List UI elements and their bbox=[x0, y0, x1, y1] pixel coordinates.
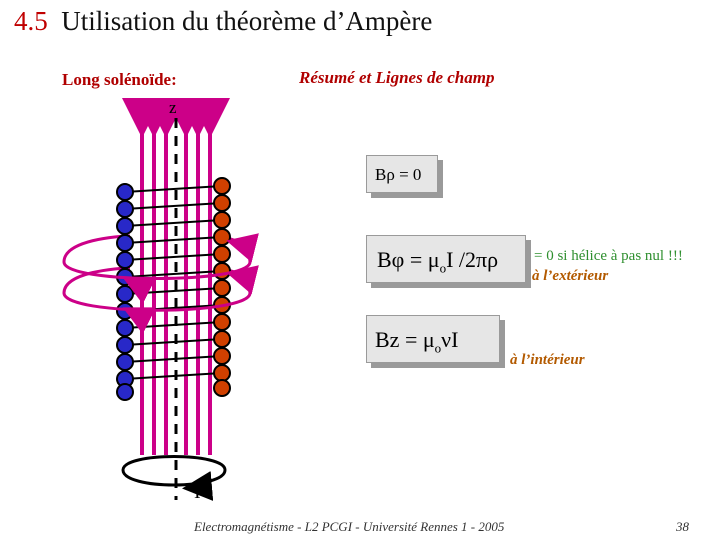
z-axis-label: z bbox=[169, 98, 177, 117]
note-exterior: à l’extérieur bbox=[532, 268, 609, 284]
solenoid-windings bbox=[124, 185, 223, 380]
external-field-loops-front bbox=[62, 233, 259, 335]
note-zero-pitch: = 0 si hélice à pas nul !!! bbox=[534, 248, 683, 264]
b-phi-sub: o bbox=[439, 260, 447, 276]
b-rho-equation: Bρ = 0 bbox=[375, 165, 422, 184]
title-text: Utilisation du théorème d’Ampère bbox=[61, 6, 433, 36]
subtitle-long-solenoid: Long solénoïde: bbox=[62, 70, 177, 89]
current-loop bbox=[121, 455, 227, 501]
current-label: I bbox=[194, 481, 201, 503]
page-number: 38 bbox=[676, 519, 689, 534]
wire-sections-right bbox=[213, 177, 231, 397]
note-interior: à l’intérieur bbox=[510, 352, 585, 368]
b-z-sub: o bbox=[434, 340, 442, 356]
b-phi-lhs: Bφ = μ bbox=[377, 247, 440, 272]
footer-text: Electromagnétisme - L2 PCGI - Université… bbox=[194, 519, 505, 534]
b-phi-rhs: I /2πρ bbox=[446, 247, 499, 272]
wire-sections-left bbox=[116, 183, 134, 401]
b-z-lhs: Bz = μ bbox=[375, 327, 435, 352]
subtitle-summary: Résumé et Lignes de champ bbox=[299, 68, 495, 87]
section-number: 4.5 bbox=[14, 6, 48, 36]
b-z-box: Bz = μoνI bbox=[366, 315, 500, 363]
slide-title: 4.5 Utilisation du théorème d’Ampère bbox=[14, 6, 432, 37]
b-z-rhs: νI bbox=[441, 327, 459, 352]
b-rho-box: Bρ = 0 bbox=[366, 155, 438, 193]
b-phi-box: Bφ = μoI /2πρ bbox=[366, 235, 526, 283]
